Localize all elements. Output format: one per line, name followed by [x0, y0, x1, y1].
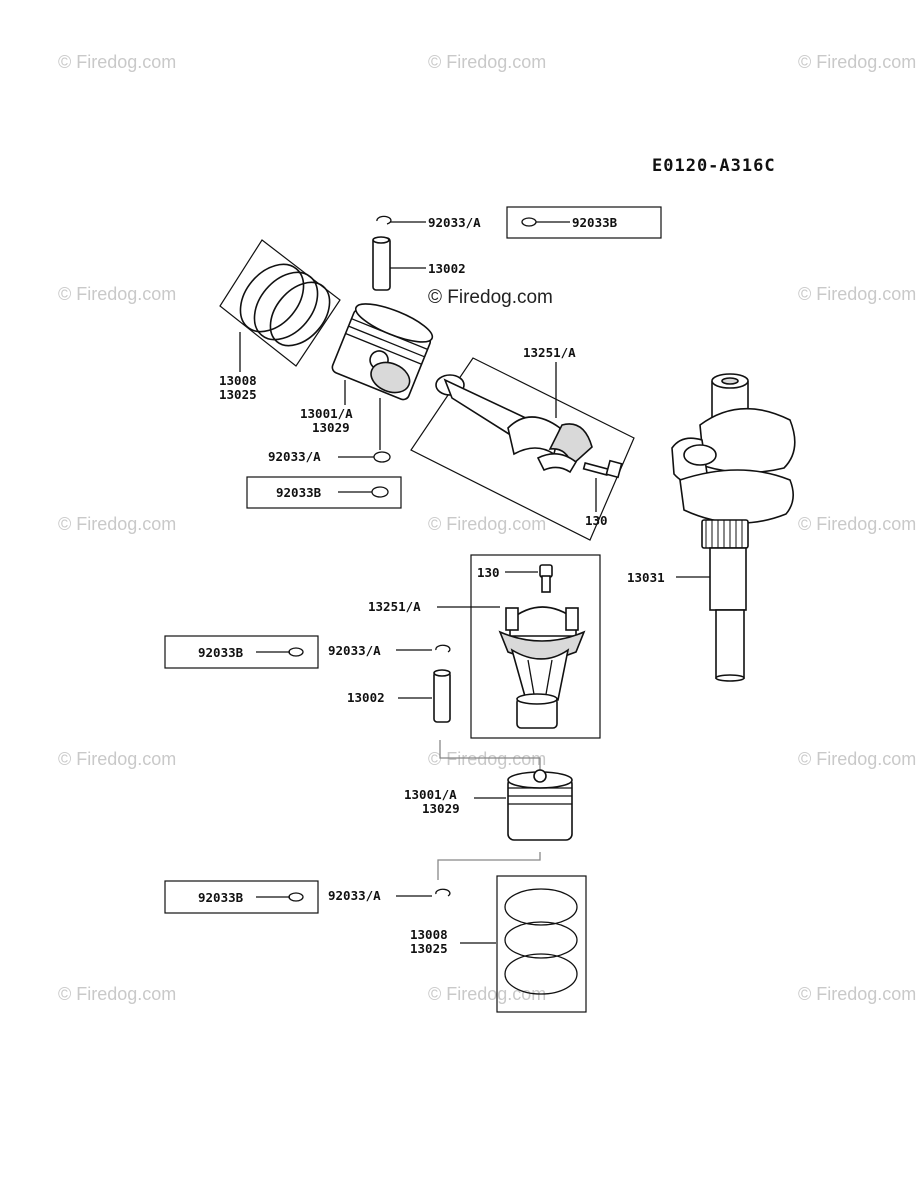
label-13025: 13025 — [219, 387, 257, 402]
part-box — [506, 206, 662, 239]
label-13001-a: 13001/A — [404, 787, 457, 802]
watermark: © Firedog.com — [58, 984, 176, 1004]
label-13008: 13008 — [410, 927, 448, 942]
watermark: © Firedog.com — [58, 52, 176, 72]
label-130: 130 — [477, 565, 500, 580]
label-13029: 13029 — [312, 420, 350, 435]
watermark: © Firedog.com — [428, 52, 546, 72]
part-box — [470, 554, 601, 739]
crankshaft-icon — [671, 373, 796, 682]
label-92033b: 92033B — [198, 645, 244, 660]
circlip-icon — [435, 888, 451, 897]
watermark: © Firedog.com — [798, 514, 916, 534]
label-92033-a: 92033/A — [268, 449, 321, 464]
label-13251-a: 13251/A — [523, 345, 576, 360]
watermark: © Firedog.com — [428, 984, 546, 1004]
part-box — [246, 476, 402, 509]
label-13251-a: 13251/A — [368, 599, 421, 614]
watermark: © Firedog.com — [798, 284, 916, 304]
label-13008: 13008 — [219, 373, 257, 388]
watermark: © Firedog.com — [58, 749, 176, 769]
piston-pin-icon — [372, 236, 391, 291]
label-92033b: 92033B — [198, 890, 244, 905]
label-13029: 13029 — [422, 801, 460, 816]
label-13001-a: 13001/A — [300, 406, 353, 421]
label-130: 130 — [585, 513, 608, 528]
piston-icon — [507, 769, 573, 841]
piston-pin-icon — [433, 669, 451, 723]
label-92033-a: 92033/A — [328, 643, 381, 658]
label-92033-a: 92033/A — [428, 215, 481, 230]
part-box — [219, 239, 341, 367]
watermark: © Firedog.com — [798, 984, 916, 1004]
watermark: © Firedog.com — [798, 749, 916, 769]
watermarks: © Firedog.com © Firedog.com © Firedog.co… — [58, 52, 916, 1004]
part-box — [164, 880, 319, 914]
watermark: © Firedog.com — [798, 52, 916, 72]
part-box — [410, 357, 635, 541]
watermark: © Firedog.com — [58, 514, 176, 534]
piston-rings-icon — [239, 263, 331, 347]
bolt-icon — [582, 459, 623, 479]
circlip-icon — [288, 647, 304, 657]
bolt-icon — [539, 564, 553, 593]
label-13031: 13031 — [627, 570, 665, 585]
watermark-center: © Firedog.com — [428, 287, 553, 308]
piston-icon — [331, 303, 434, 401]
connecting-rod-icon — [498, 606, 586, 729]
circlip-icon — [373, 451, 391, 463]
label-92033b: 92033B — [572, 215, 618, 230]
watermark: © Firedog.com — [428, 749, 546, 769]
circlip-icon — [521, 217, 570, 227]
label-92033b: 92033B — [276, 485, 322, 500]
label-13002: 13002 — [347, 690, 385, 705]
part-box — [496, 875, 587, 1013]
label-13025: 13025 — [410, 941, 448, 956]
watermark: © Firedog.com — [428, 514, 546, 534]
watermark: © Firedog.com — [58, 284, 176, 304]
piston-rings-icon — [504, 888, 578, 995]
diagram-code: E0120-A316C — [652, 156, 776, 176]
label-13002: 13002 — [428, 261, 466, 276]
connecting-rod-icon — [435, 374, 593, 474]
label-92033-a: 92033/A — [328, 888, 381, 903]
circlip-icon — [435, 644, 451, 653]
circlip-icon — [288, 892, 304, 902]
circlip-icon — [376, 215, 426, 225]
circlip-icon — [371, 486, 389, 498]
part-box — [164, 635, 319, 669]
